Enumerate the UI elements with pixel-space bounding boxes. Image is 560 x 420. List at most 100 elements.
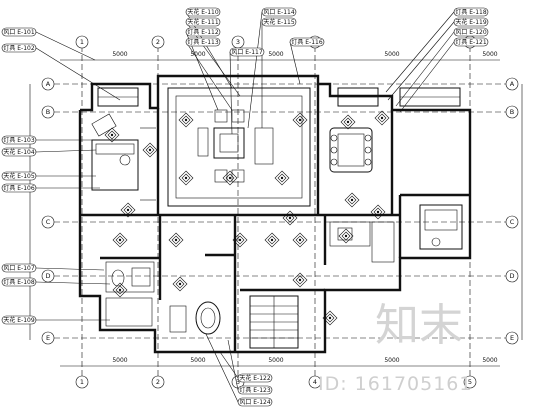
lamp-icon	[282, 210, 298, 226]
lamp-icon	[292, 272, 308, 288]
lamp-icon	[168, 232, 184, 248]
lamp-icon	[104, 127, 120, 143]
lamp-icon	[120, 202, 136, 218]
callout-text: 天花 E-111	[187, 18, 218, 26]
axis-label: A	[46, 80, 51, 88]
axis-label: 4	[313, 378, 317, 386]
lamp-icon	[322, 310, 338, 326]
dimension-label: 5000	[482, 51, 497, 58]
callout-tag: 天花 E-119	[387, 17, 489, 101]
callout-text: 灯具 E-121	[455, 38, 486, 46]
lamp-icon	[374, 110, 390, 126]
axis-label: 5	[468, 378, 472, 386]
callout-tag: 灯具 E-113	[185, 37, 233, 111]
lamp-icon	[338, 228, 354, 244]
callout-tag: 灯具 E-121	[399, 37, 489, 113]
callout-text: 灯具 E-123	[239, 386, 270, 394]
lamp-icon	[112, 232, 128, 248]
axis-bubble-D-left: D	[41, 269, 55, 283]
callout-tag: 天花 E-105	[1, 171, 96, 181]
callout-text: 风口 E-107	[3, 265, 34, 272]
lamp-icon	[222, 170, 238, 186]
dimension-label: 5000	[268, 51, 283, 58]
callout-text: 风口 E-117	[231, 49, 262, 56]
callout-text: 灯具 E-112	[187, 28, 218, 36]
callout-text: 灯具 E-113	[187, 38, 218, 46]
axis-bubble-C-left: C	[41, 215, 55, 229]
dimension-label: 5000	[268, 357, 283, 364]
axis-label: D	[509, 272, 514, 280]
callout-text: 灯具 E-116	[291, 38, 322, 46]
axis-bubble-E-right: E	[505, 331, 519, 345]
callout-tag: 风口 E-114	[247, 7, 297, 129]
bedroom-furniture	[91, 113, 156, 201]
axis-bubbles-left: A A B B C C D D E E	[41, 77, 519, 345]
axis-bubble-C-right: C	[505, 215, 519, 229]
staircase	[249, 295, 299, 349]
walls	[78, 74, 472, 354]
axis-bubble-A-left: A	[41, 77, 55, 91]
lamp-icon	[232, 232, 248, 248]
dimension-lines	[29, 59, 523, 367]
callout-tag: 灯具 E-108	[1, 277, 111, 287]
watermark-logo-text: 知末	[375, 300, 463, 351]
axis-label: 3	[236, 38, 240, 46]
axis-label: A	[510, 80, 515, 88]
axis-label: 1	[80, 378, 84, 386]
kitchen	[329, 204, 463, 263]
lamp-icon	[178, 112, 194, 128]
callout-tags: 风口 E-101 灯具 E-102 灯具 E-103 天花 E-104 天花 E-105…	[1, 7, 489, 407]
lamp-symbols	[104, 110, 390, 326]
callout-tag: 天花 E-104	[1, 147, 97, 157]
axis-label: B	[46, 108, 50, 116]
watermark: 知末 ID: 161705161	[318, 300, 471, 395]
callout-text: 灯具 E-106	[3, 184, 34, 192]
callout-tag: 风口 E-124	[205, 333, 273, 407]
dimension-label: 5000	[190, 51, 205, 58]
axis-bubble-5-bottom: 5	[463, 375, 477, 389]
axis-label: C	[46, 218, 51, 226]
callout-tag: 灯具 E-116	[289, 37, 325, 85]
axis-label: D	[45, 272, 50, 280]
callout-tag: 灯具 E-123	[227, 339, 273, 395]
axis-bubble-3-top: 3	[231, 35, 245, 49]
lamp-icon	[178, 170, 194, 186]
axis-label: E	[46, 334, 50, 342]
axis-bubble-4-bottom: 4	[308, 375, 322, 389]
axis-bubble-B-left: B	[41, 105, 55, 119]
lamp-icon	[142, 142, 158, 158]
callout-text: 灯具 E-108	[3, 278, 34, 286]
callout-tag: 风口 E-101	[1, 27, 96, 61]
callout-text: 天花 E-122	[239, 374, 270, 382]
callout-text: 风口 E-101	[3, 29, 34, 36]
callout-tag: 天花 E-122	[219, 351, 273, 383]
axis-bubble-1-top: 1	[75, 35, 89, 49]
callout-text: 灯具 E-118	[455, 8, 486, 16]
callout-text: 天花 E-109	[3, 316, 34, 324]
balconies	[97, 87, 461, 107]
callout-tag: 灯具 E-102	[1, 43, 121, 101]
callout-text: 天花 E-104	[3, 148, 34, 156]
callout-text: 风口 E-120	[455, 29, 486, 36]
bathroom	[105, 261, 221, 335]
callout-text: 风口 E-124	[239, 399, 270, 406]
axis-bubble-B-right: B	[505, 105, 519, 119]
callout-text: 灯具 E-102	[3, 44, 34, 52]
dimension-label: 5000	[482, 357, 497, 364]
axis-label: C	[510, 218, 515, 226]
dimension-label: 5000	[384, 357, 399, 364]
callout-tag: 天花 E-109	[1, 315, 110, 325]
callout-text: 天花 E-110	[187, 8, 218, 16]
dimension-label: 5000	[384, 51, 399, 58]
axis-label: E	[510, 334, 514, 342]
callout-text: 灯具 E-103	[3, 136, 34, 144]
lamp-icon	[370, 204, 386, 220]
axis-bubble-E-left: E	[41, 331, 55, 345]
lamp-icon	[292, 232, 308, 248]
lamp-icon	[274, 170, 290, 186]
lamp-icon	[112, 282, 128, 298]
axis-bubble-2-bottom: 2	[151, 375, 165, 389]
living-room-ceiling	[167, 87, 311, 207]
